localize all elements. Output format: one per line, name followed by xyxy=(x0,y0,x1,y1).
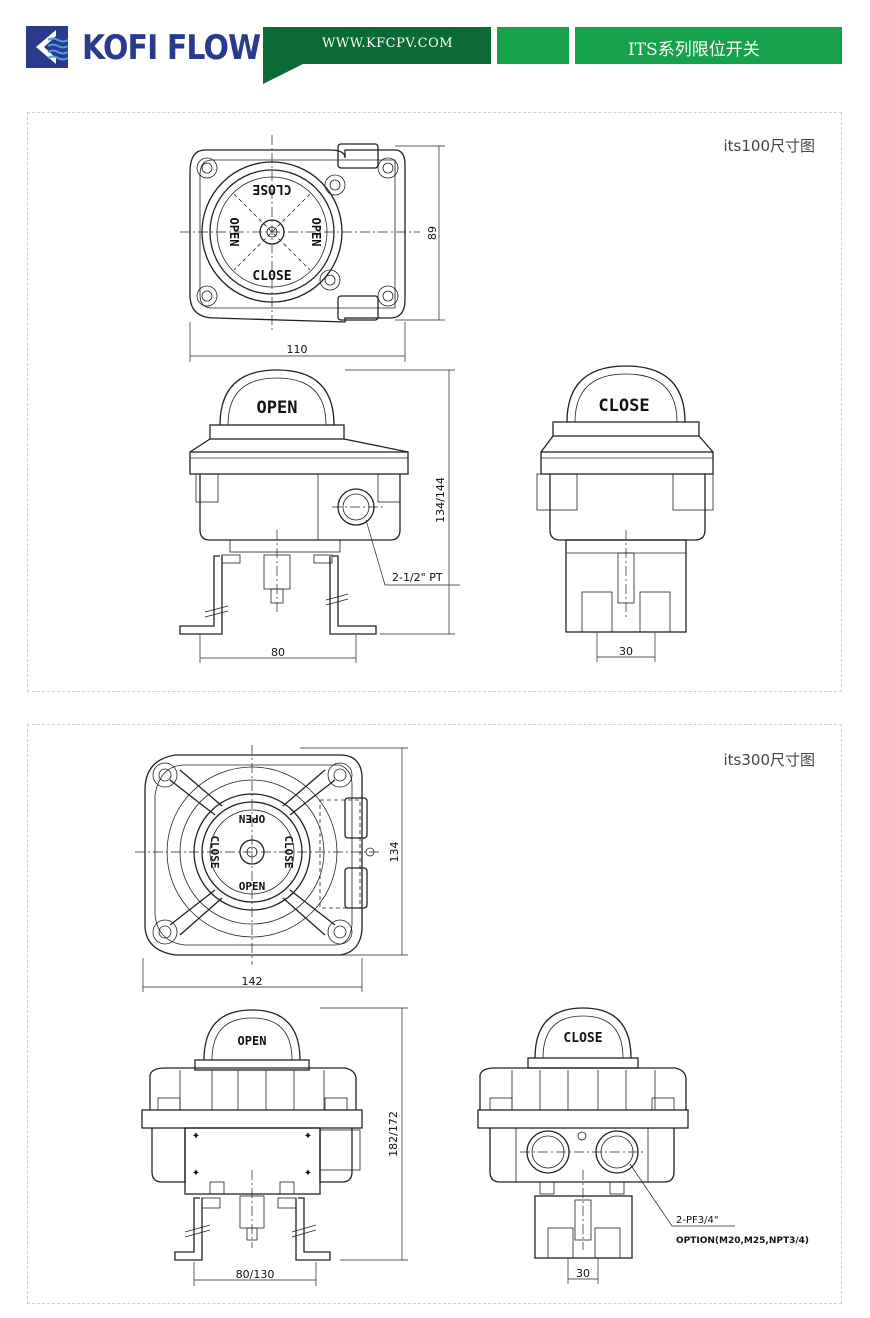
its100-side-dim-base: 30 xyxy=(619,645,633,658)
its300-port-label: 2-PF3/4" xyxy=(676,1215,718,1226)
header-url-bar: WWW.KFCPV.COM xyxy=(263,27,491,64)
its300-front-view: OPEN ✦ ✦ ✦ ✦ 8 xyxy=(141,1007,408,1286)
its300-side-view: CLOSE 30 2-PF3/4" OPTION(M20,M25 xyxy=(477,1007,809,1284)
page-header: KOFI FLOW WWW.KFCPV.COM ITS系列限位开关 xyxy=(0,0,870,90)
its100-top-open-right: OPEN xyxy=(309,218,323,247)
its100-side-dome-close: CLOSE xyxy=(598,396,649,416)
its300-panel: its300尺寸图 xyxy=(27,724,842,1304)
its100-dim-base: 80 xyxy=(271,646,285,659)
its300-label: its300尺寸图 xyxy=(723,751,816,769)
kofi-logo-icon xyxy=(26,26,68,68)
its100-dim-depth: 89 xyxy=(426,226,439,240)
its300-front-mark-2: ✦ xyxy=(304,1131,312,1142)
its100-port-label: 2-1/2" PT xyxy=(392,571,443,584)
its300-front-dome-open: OPEN xyxy=(238,1034,267,1048)
its100-top-close-top: CLOSE xyxy=(252,181,291,196)
its100-drawing: CLOSE CLOSE OPEN OPEN 110 89 OPEN xyxy=(179,135,714,663)
its300-top-view: OPEN OPEN CLOSE CLOSE 142 134 xyxy=(135,745,408,992)
its300-dim-width: 142 xyxy=(242,975,263,988)
its300-port-option: OPTION(M20,M25,NPT3/4) xyxy=(676,1236,809,1246)
header-spacer-bar xyxy=(497,27,569,64)
its100-label: its100尺寸图 xyxy=(723,137,816,155)
its300-dim-base: 80/130 xyxy=(236,1268,275,1281)
its300-top-open-top: OPEN xyxy=(239,812,266,825)
its100-top-open-left: OPEN xyxy=(227,218,241,247)
brand-logo: KOFI FLOW xyxy=(26,26,261,68)
its100-front-view: OPEN 80 134/144 2-1/2" xyxy=(179,369,460,663)
its300-front-mark-4: ✦ xyxy=(304,1168,312,1179)
header-title-bar: ITS系列限位开关 xyxy=(575,27,842,64)
brand-name: KOFI FLOW xyxy=(82,28,261,68)
header-url-tab xyxy=(263,64,303,84)
its300-front-mark-1: ✦ xyxy=(192,1131,200,1142)
its100-dim-width: 110 xyxy=(287,343,308,356)
its300-top-open-bottom: OPEN xyxy=(239,880,266,893)
its100-panel: its100尺寸图 xyxy=(27,112,842,692)
its100-top-close-bottom: CLOSE xyxy=(252,269,291,284)
its300-dim-depth: 134 xyxy=(388,842,401,863)
its100-side-view: CLOSE 30 xyxy=(536,365,714,662)
its100-top-view: CLOSE CLOSE OPEN OPEN 110 89 xyxy=(180,135,445,362)
header-title: ITS系列限位开关 xyxy=(628,40,760,60)
its300-top-close-right: CLOSE xyxy=(282,835,295,868)
its300-front-mark-3: ✦ xyxy=(192,1168,200,1179)
header-url[interactable]: WWW.KFCPV.COM xyxy=(322,36,454,51)
its100-front-dome-open: OPEN xyxy=(257,398,298,418)
its300-side-dome-close: CLOSE xyxy=(563,1031,602,1046)
its300-dim-height: 182/172 xyxy=(387,1111,400,1157)
its300-side-dim-base: 30 xyxy=(576,1267,590,1280)
its300-top-close-left: CLOSE xyxy=(208,835,221,868)
its100-dim-height: 134/144 xyxy=(434,477,447,523)
